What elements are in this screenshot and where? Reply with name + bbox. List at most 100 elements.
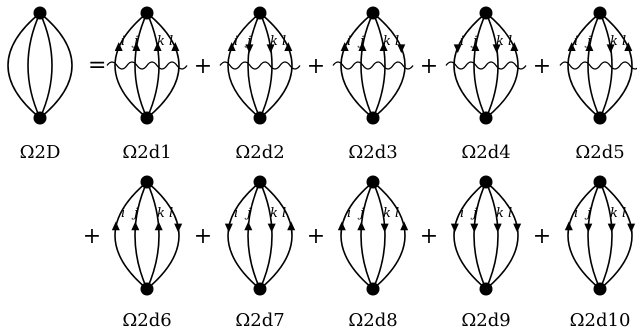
arrow-down-icon — [606, 44, 615, 54]
arrow-up-icon — [564, 221, 573, 231]
top-vertex — [479, 175, 493, 189]
index-label-k: k — [383, 34, 391, 49]
index-label-l: l — [395, 206, 399, 221]
fermion-line-k — [372, 181, 386, 290]
index-label-l: l — [395, 34, 399, 49]
interaction-line — [219, 61, 301, 70]
plus-sign: + — [194, 54, 212, 79]
arrow-up-icon — [132, 42, 141, 51]
index-label-k: k — [383, 206, 391, 221]
fermion-line-l — [259, 12, 293, 119]
arrow-up-icon — [287, 221, 296, 231]
index-label-j: j — [584, 206, 591, 221]
index-label-l: l — [622, 206, 626, 221]
index-label-k: k — [157, 34, 165, 49]
index-label-i: i — [574, 206, 578, 221]
plus-sign: + — [533, 54, 551, 79]
fermion-line-j — [473, 12, 487, 119]
arrow-down-icon — [380, 223, 389, 233]
top-vertex — [593, 175, 607, 189]
fermion-line-k — [485, 181, 499, 290]
fermion-line-i — [227, 181, 261, 290]
term-label-1: Ω2d1 — [122, 142, 171, 163]
term-label-10: Ω2d10 — [570, 310, 631, 331]
arrow-up-icon — [358, 42, 367, 51]
arrow-down-icon — [245, 44, 254, 54]
index-label-k: k — [496, 34, 504, 49]
arrow-up-icon — [585, 42, 594, 51]
index-label-l: l — [169, 206, 173, 221]
arrow-down-icon — [470, 223, 479, 233]
top-vertex — [253, 175, 267, 189]
bottom-vertex — [366, 111, 380, 125]
bottom-vertex — [593, 111, 607, 125]
index-label-i: i — [460, 34, 464, 49]
plus-sign: + — [533, 224, 551, 249]
arrow-down-icon — [267, 223, 276, 233]
arrow-down-icon — [584, 223, 593, 233]
index-label-i: i — [234, 206, 238, 221]
index-label-j: j — [470, 206, 477, 221]
index-label-j: j — [357, 206, 364, 221]
term-label-9: Ω2d9 — [461, 310, 510, 331]
arrow-up-icon — [337, 221, 346, 231]
term-label-3: Ω2d3 — [348, 142, 397, 163]
top-vertex — [593, 6, 607, 20]
fermion-line-j — [247, 12, 261, 119]
term-label-4: Ω2d4 — [461, 142, 510, 163]
arrow-up-icon — [357, 221, 366, 231]
term-label-2: Ω2d2 — [235, 142, 284, 163]
arrow-down-icon — [492, 44, 501, 54]
term-label-7: Ω2d7 — [235, 310, 284, 331]
fermion-line-j — [134, 181, 148, 290]
term-label-6: Ω2d6 — [122, 310, 171, 331]
arrow-down-icon — [607, 223, 616, 233]
lhs-label: Ω2D — [20, 142, 61, 163]
bottom-vertex — [33, 111, 47, 125]
fermion-line-j — [360, 181, 374, 290]
fermion-line-j — [134, 12, 148, 119]
top-vertex — [366, 6, 380, 20]
arrow-up-icon — [171, 42, 180, 51]
bottom-vertex — [593, 282, 607, 296]
arrow-up-icon — [379, 42, 388, 51]
bottom-vertex — [140, 111, 154, 125]
bottom-vertex — [253, 282, 267, 296]
fermion-line-i — [114, 12, 148, 119]
fermion-line-k — [599, 12, 613, 119]
index-label-l: l — [508, 206, 512, 221]
fermion-line-k — [259, 181, 273, 290]
fermion-line-j — [587, 12, 601, 119]
plus-sign: + — [420, 224, 438, 249]
lhs-bubble — [7, 6, 73, 125]
top-vertex — [140, 175, 154, 189]
index-label-l: l — [282, 206, 286, 221]
fermion-line-i — [7, 12, 41, 119]
top-vertex — [366, 175, 380, 189]
index-label-k: k — [610, 34, 618, 49]
plus-sign: + — [307, 224, 325, 249]
index-label-i: i — [460, 206, 464, 221]
arrow-down-icon — [224, 223, 233, 233]
arrow-down-icon — [493, 223, 502, 233]
fermion-line-k — [146, 12, 160, 119]
fermion-line-l — [146, 181, 180, 290]
arrow-down-icon — [513, 223, 522, 233]
index-label-i: i — [234, 34, 238, 49]
index-label-l: l — [282, 34, 286, 49]
index-label-l: l — [169, 34, 173, 49]
index-label-j: j — [357, 34, 364, 49]
plus-sign: + — [83, 224, 101, 249]
fermion-line-i — [567, 181, 601, 290]
index-label-j: j — [244, 206, 251, 221]
arrow-down-icon — [266, 44, 275, 54]
arrow-up-icon — [153, 42, 162, 51]
index-label-k: k — [496, 206, 504, 221]
